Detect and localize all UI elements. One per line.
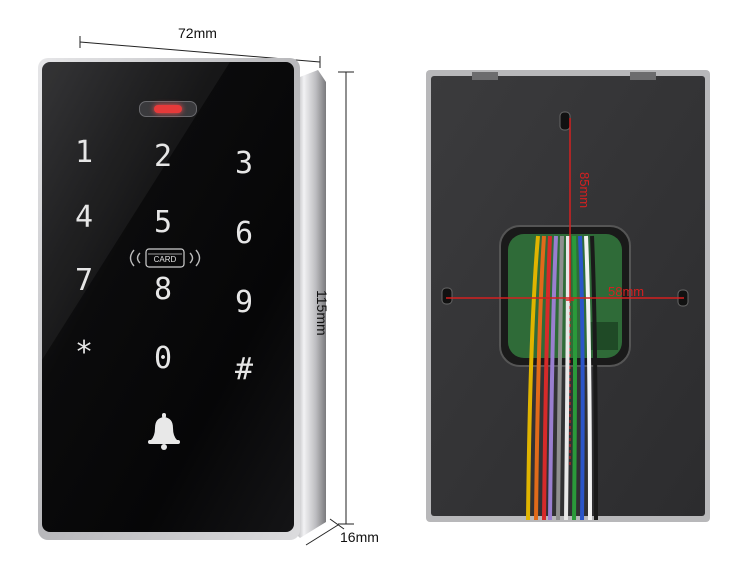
key-5[interactable]: 5 [153,205,173,240]
key-2[interactable]: 2 [153,139,173,174]
key-7[interactable]: 7 [74,263,94,298]
key-hash[interactable]: # [234,352,254,387]
key-0[interactable]: 0 [153,341,173,376]
hole-vertical-label: 85mm [577,172,592,209]
back-view: 85mm 58mm [420,0,750,587]
key-1[interactable]: 1 [74,135,94,170]
width-label: 72mm [178,25,217,41]
height-label: 115mm [314,290,330,336]
key-9[interactable]: 9 [234,285,254,320]
key-star[interactable]: * [74,335,94,370]
card-label: CARD [153,255,177,264]
doorbell-icon[interactable] [143,410,185,450]
status-led-light [154,105,182,113]
keypad-back-plate [426,70,710,522]
key-3[interactable]: 3 [234,146,254,181]
key-4[interactable]: 4 [74,200,94,235]
height-dimension-line [338,71,354,525]
key-6[interactable]: 6 [234,216,254,251]
key-8[interactable]: 8 [153,272,173,307]
keypad-device [38,58,326,540]
depth-dimension-line [305,518,345,546]
rfid-waves-icon [129,248,201,268]
status-led [139,101,197,117]
front-view: 72mm [38,25,379,546]
wire-bundle [526,235,598,521]
card-reader-zone: CARD [124,244,206,272]
depth-label: 16mm [340,529,379,545]
hole-horizontal-label: 58mm [608,284,645,299]
